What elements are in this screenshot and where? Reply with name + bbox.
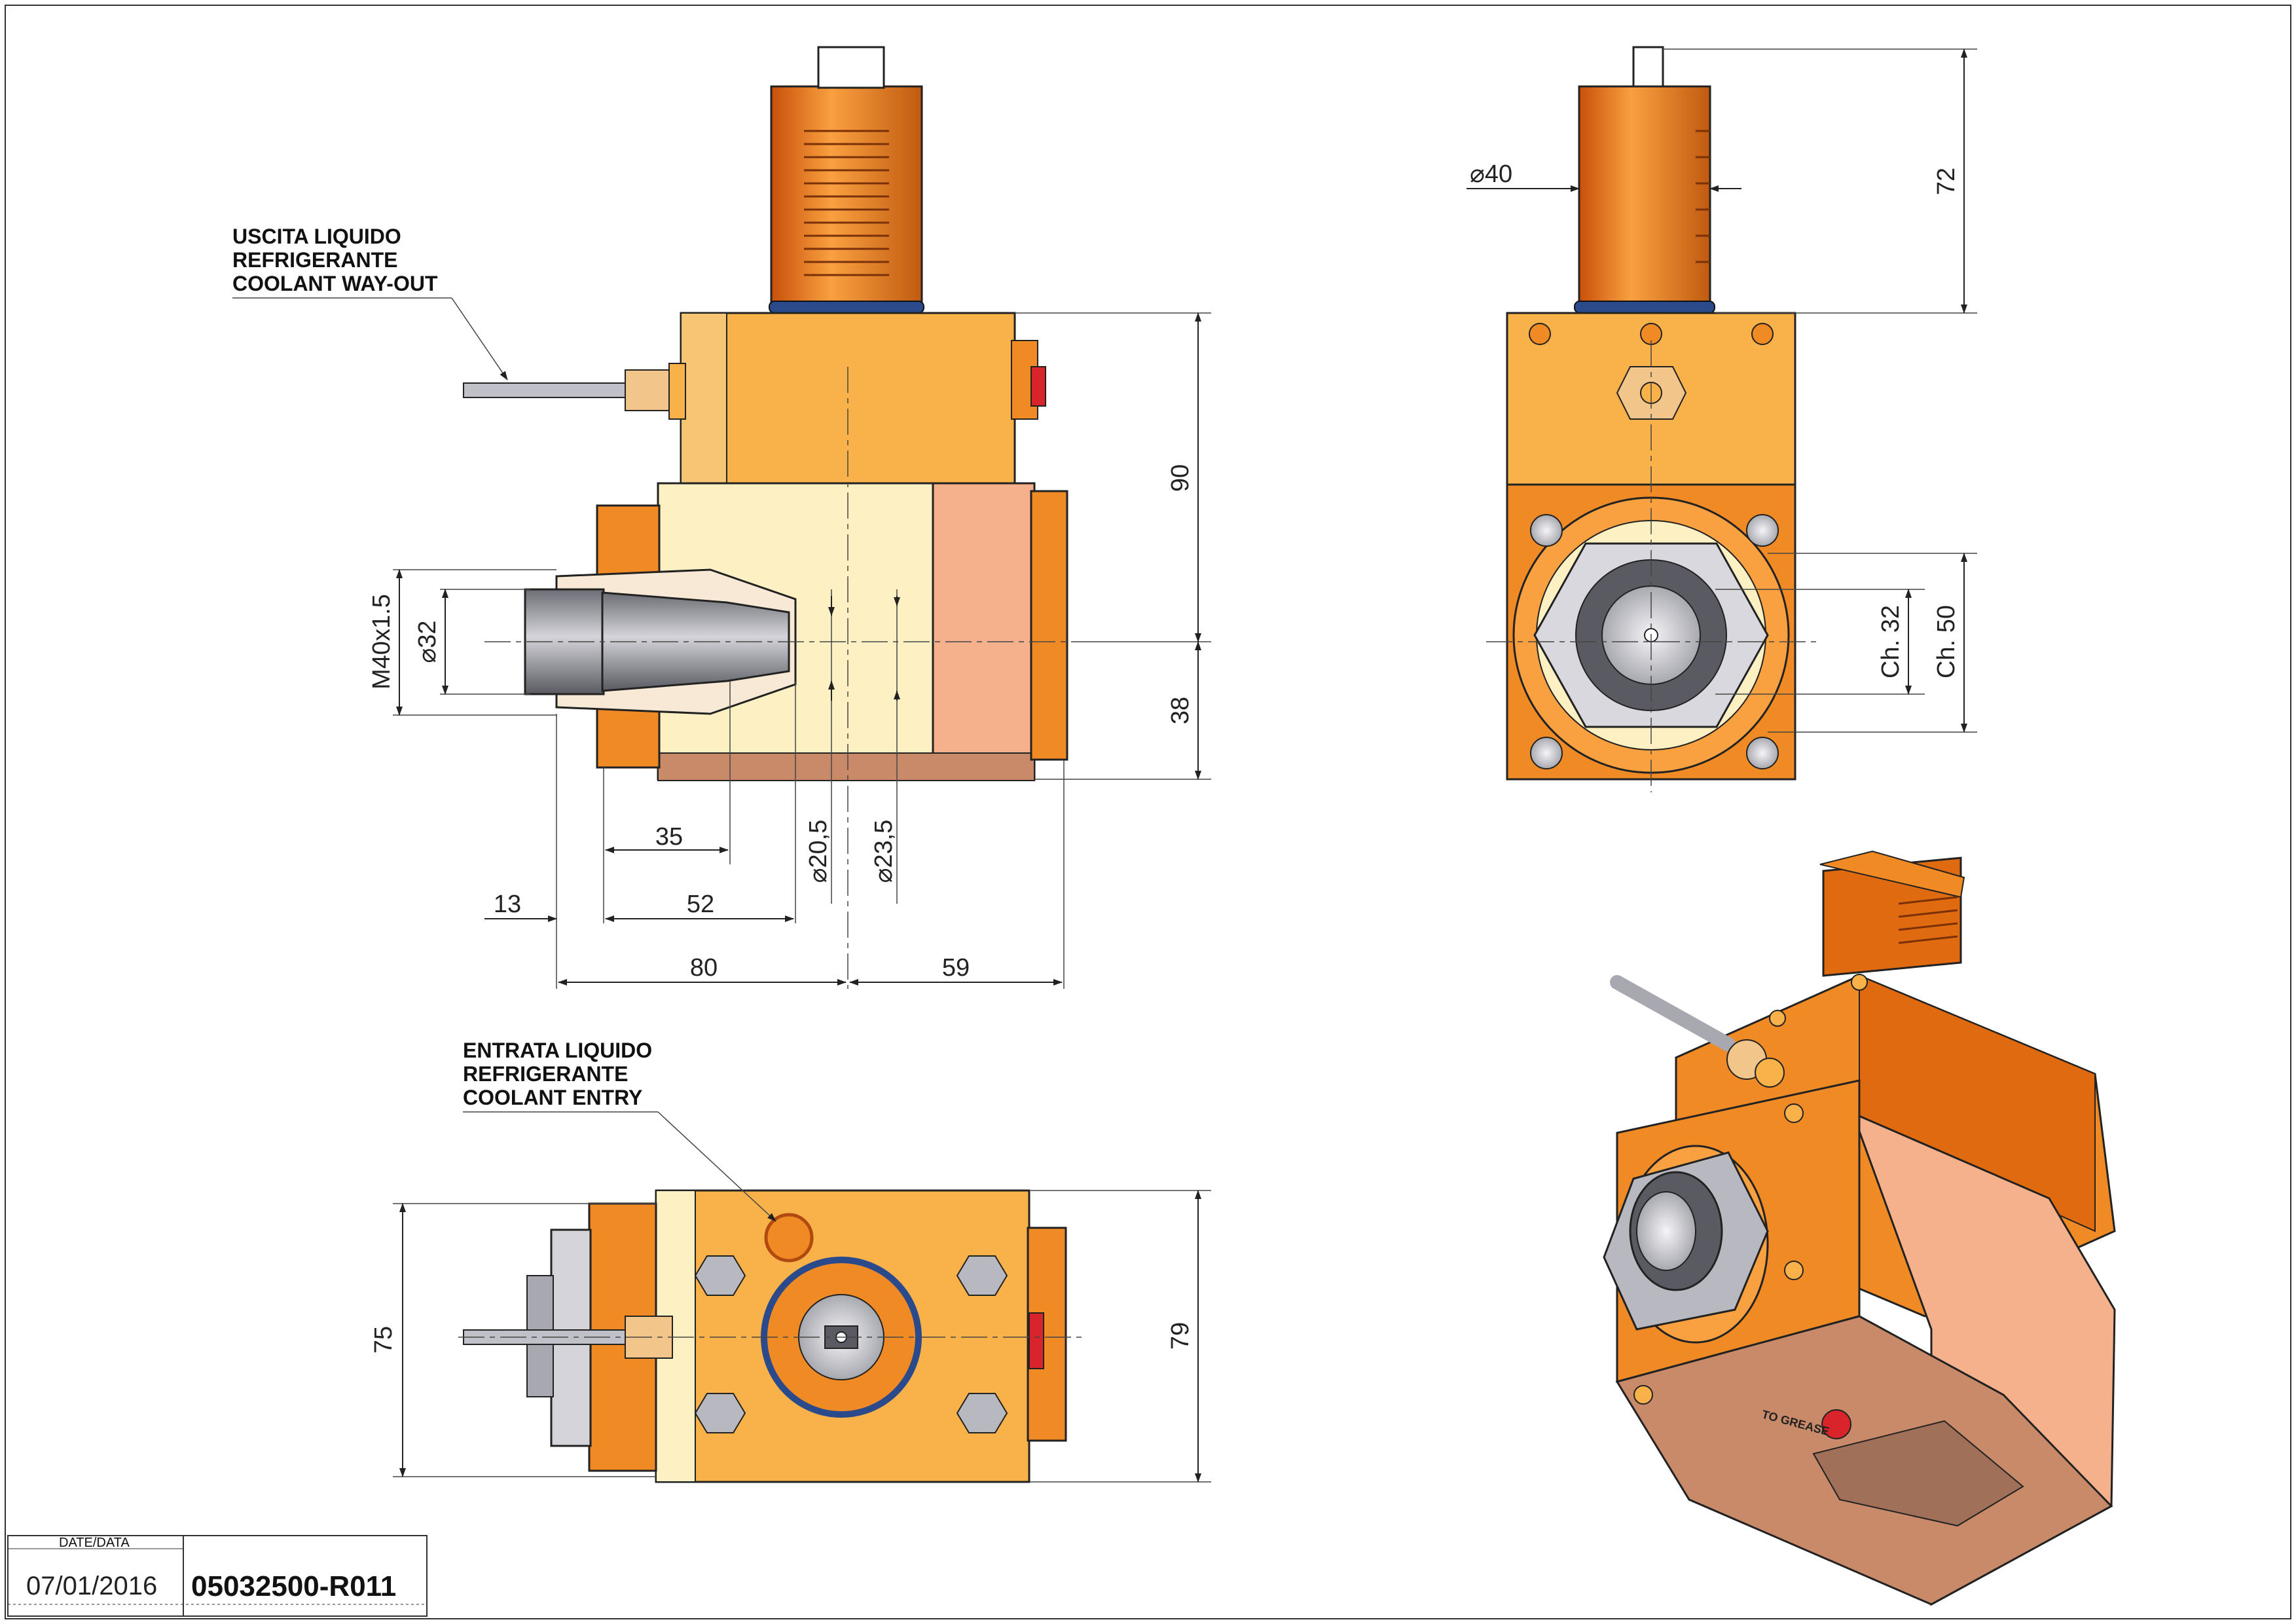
coolant-entry-port (764, 1213, 814, 1263)
coolant-fitting (625, 369, 673, 411)
note-coolant-in-line2: REFRIGERANTE (463, 1062, 628, 1086)
side-view: 90 38 M40x1.5 ⌀32 35 13 52 ⌀20,5 ⌀23,5 (232, 46, 1211, 989)
title-date: 07/01/2016 (26, 1572, 157, 1600)
spindle-splines (804, 130, 889, 276)
title-date-label: DATE/DATA (59, 1536, 130, 1550)
dim-width-79: 79 (1167, 1322, 1194, 1350)
dim-len-52: 52 (687, 891, 714, 918)
coolant-pipe (463, 382, 628, 398)
dim-ch-50: Ch. 50 (1933, 605, 1960, 678)
dim-dia-40: ⌀40 (1470, 160, 1512, 188)
dim-len-13: 13 (494, 891, 521, 918)
note-coolant-out-line1: USCITA LIQUIDO (232, 225, 401, 248)
bottom-bolts (694, 1255, 1008, 1433)
sheet-frame (5, 5, 2291, 1619)
spindle-key (817, 46, 885, 89)
note-coolant-in-line1: ENTRATA LIQUIDO (463, 1039, 652, 1062)
red-plug (1030, 366, 1046, 407)
bottom-view: 75 79 ENTRATA LIQUIDO REFRIGERANTE COOLA… (370, 1039, 1211, 1483)
isometric-view: TO GREASE (1603, 850, 2116, 1606)
dim-thread: M40x1.5 (368, 594, 395, 690)
o-ring-seal (769, 301, 924, 314)
iso-grease-nipple (1821, 1409, 1851, 1439)
dim-height-90: 90 (1167, 464, 1194, 492)
title-drawing-code: 05032500-R011 (191, 1570, 396, 1602)
dim-dia-32: ⌀32 (414, 620, 441, 663)
dim-height-72: 72 (1933, 168, 1960, 195)
dim-len-80: 80 (690, 954, 718, 982)
note-coolant-in-line3: COOLANT ENTRY (463, 1086, 642, 1109)
dim-ch-32: Ch. 32 (1877, 605, 1904, 678)
dim-dia-20-5: ⌀20,5 (805, 820, 832, 883)
dim-dia-23-5: ⌀23,5 (870, 820, 898, 883)
dim-height-38: 38 (1167, 697, 1194, 724)
front-view: ⌀40 72 Ch. 32 Ch. 50 (1467, 46, 1977, 792)
note-coolant-out-line3: COOLANT WAY-OUT (232, 272, 438, 295)
dim-len-59: 59 (942, 954, 970, 982)
title-block: DATE/DATA 07/01/2016 05032500-R011 (7, 1535, 428, 1617)
dim-len-35: 35 (655, 823, 683, 851)
note-coolant-out-line2: REFRIGERANTE (232, 248, 397, 272)
front-spindle-housing (1578, 85, 1711, 310)
dim-width-75: 75 (370, 1326, 397, 1354)
iso-coolant-pipe (1610, 975, 1736, 1052)
lower-body-side (932, 482, 1036, 781)
front-bolts (1530, 514, 1779, 769)
